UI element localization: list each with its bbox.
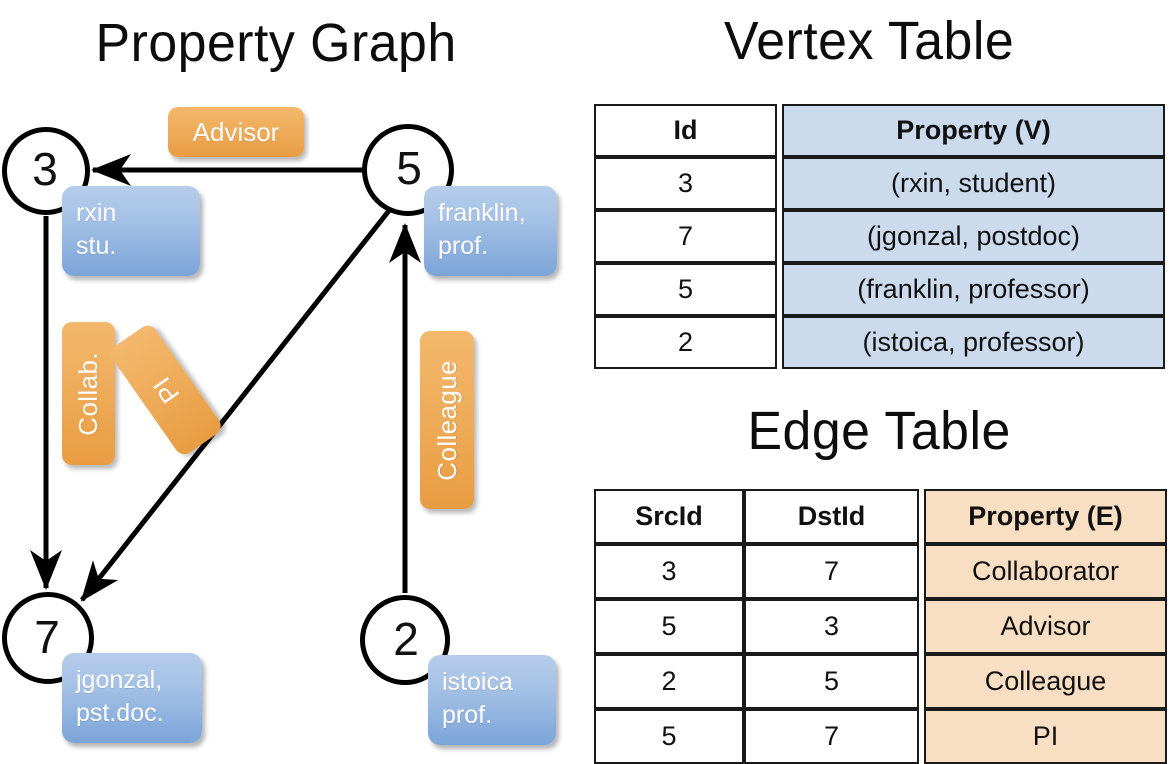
vertex-table-header-id: Id xyxy=(594,104,777,157)
vertex-row-1-property: (jgonzal, postdoc) xyxy=(782,210,1165,263)
edge-5-to-7 xyxy=(80,201,397,602)
edge-row-2-src: 2 xyxy=(594,654,744,709)
edge-label-advisor: Advisor xyxy=(168,107,304,157)
edge-table: SrcId DstId Property (E) 3 7 Collaborato… xyxy=(594,489,1167,764)
table-row: 2 5 Colleague xyxy=(594,654,1167,709)
vertex-table: Id Property (V) 3 (rxin, student) 7 (jgo… xyxy=(594,104,1165,369)
page-title-property-graph: Property Graph xyxy=(95,13,457,73)
graph-node-5-label: 5 xyxy=(396,142,422,194)
edge-row-0-property: Collaborator xyxy=(924,544,1167,599)
edge-label-advisor-text: Advisor xyxy=(192,116,280,147)
node-property-franklin-line1: franklin, xyxy=(438,199,526,227)
edge-label-colleague-text: Colleague xyxy=(431,359,462,481)
node-property-franklin-line2: prof. xyxy=(438,231,489,260)
node-property-jgonzal-line1: jgonzal, xyxy=(76,666,163,694)
edge-row-1-src: 5 xyxy=(594,599,744,654)
node-property-rxin-line2: stu. xyxy=(76,231,117,260)
table-row: 2 (istoica, professor) xyxy=(594,316,1165,369)
edge-row-3-dst: 7 xyxy=(744,709,919,764)
edge-row-1-dst: 3 xyxy=(744,599,919,654)
node-property-jgonzal-line2: pst.doc. xyxy=(76,698,164,727)
page-title-vertex-table: Vertex Table xyxy=(724,11,1015,71)
node-property-box-rxin: rxin stu. xyxy=(62,186,200,276)
edge-label-colleague: Colleague xyxy=(420,331,474,509)
graph-node-2-label: 2 xyxy=(393,613,419,665)
edge-row-3-property: PI xyxy=(924,709,1167,764)
table-row: 7 (jgonzal, postdoc) xyxy=(594,210,1165,263)
graph-node-3-label: 3 xyxy=(32,143,58,195)
edge-label-collab: Collab. xyxy=(62,322,115,465)
vertex-row-2-id: 5 xyxy=(594,263,777,316)
graph-node-7-label: 7 xyxy=(34,611,60,663)
edge-label-pi-text: PI xyxy=(146,371,185,409)
graph-node-5[interactable]: 5 xyxy=(362,124,454,216)
edge-row-0-src: 3 xyxy=(594,544,744,599)
edge-row-1-property: Advisor xyxy=(924,599,1167,654)
edge-row-2-property: Colleague xyxy=(924,654,1167,709)
table-row: 5 7 PI xyxy=(594,709,1167,764)
node-property-istoica-line1: istoica xyxy=(442,668,513,696)
node-property-box-istoica: istoica prof. xyxy=(428,655,556,745)
edge-label-collab-text: Collab. xyxy=(73,351,103,436)
table-header-row: Id Property (V) xyxy=(594,104,1165,157)
table-header-row: SrcId DstId Property (E) xyxy=(594,489,1167,544)
edge-row-0-dst: 7 xyxy=(744,544,919,599)
vertex-row-0-property: (rxin, student) xyxy=(782,157,1165,210)
page-title-edge-table: Edge Table xyxy=(747,401,1011,461)
graph-edges-svg xyxy=(30,154,421,602)
table-row: 5 3 Advisor xyxy=(594,599,1167,654)
vertex-row-2-property: (franklin, professor) xyxy=(782,263,1165,316)
vertex-row-3-property: (istoica, professor) xyxy=(782,316,1165,369)
node-property-box-franklin: franklin, prof. xyxy=(424,186,557,276)
edge-table-header-srcid: SrcId xyxy=(594,489,744,544)
node-property-rxin-line1: rxin xyxy=(76,199,117,227)
vertex-row-0-id: 3 xyxy=(594,157,777,210)
table-row: 3 7 Collaborator xyxy=(594,544,1167,599)
table-row: 3 (rxin, student) xyxy=(594,157,1165,210)
edge-table-header-property: Property (E) xyxy=(924,489,1167,544)
property-graph-diagram: Advisor Collab. PI Colleague 3 5 7 2 rxi… xyxy=(0,0,585,760)
vertex-table-header-property: Property (V) xyxy=(782,104,1165,157)
edge-row-2-dst: 5 xyxy=(744,654,919,709)
edge-table-header-dstid: DstId xyxy=(744,489,919,544)
node-property-box-jgonzal: jgonzal, pst.doc. xyxy=(62,653,202,743)
vertex-row-1-id: 7 xyxy=(594,210,777,263)
graph-node-2[interactable]: 2 xyxy=(360,595,450,685)
vertex-row-3-id: 2 xyxy=(594,316,777,369)
table-row: 5 (franklin, professor) xyxy=(594,263,1165,316)
node-property-istoica-line2: prof. xyxy=(442,700,493,729)
edge-row-3-src: 5 xyxy=(594,709,744,764)
